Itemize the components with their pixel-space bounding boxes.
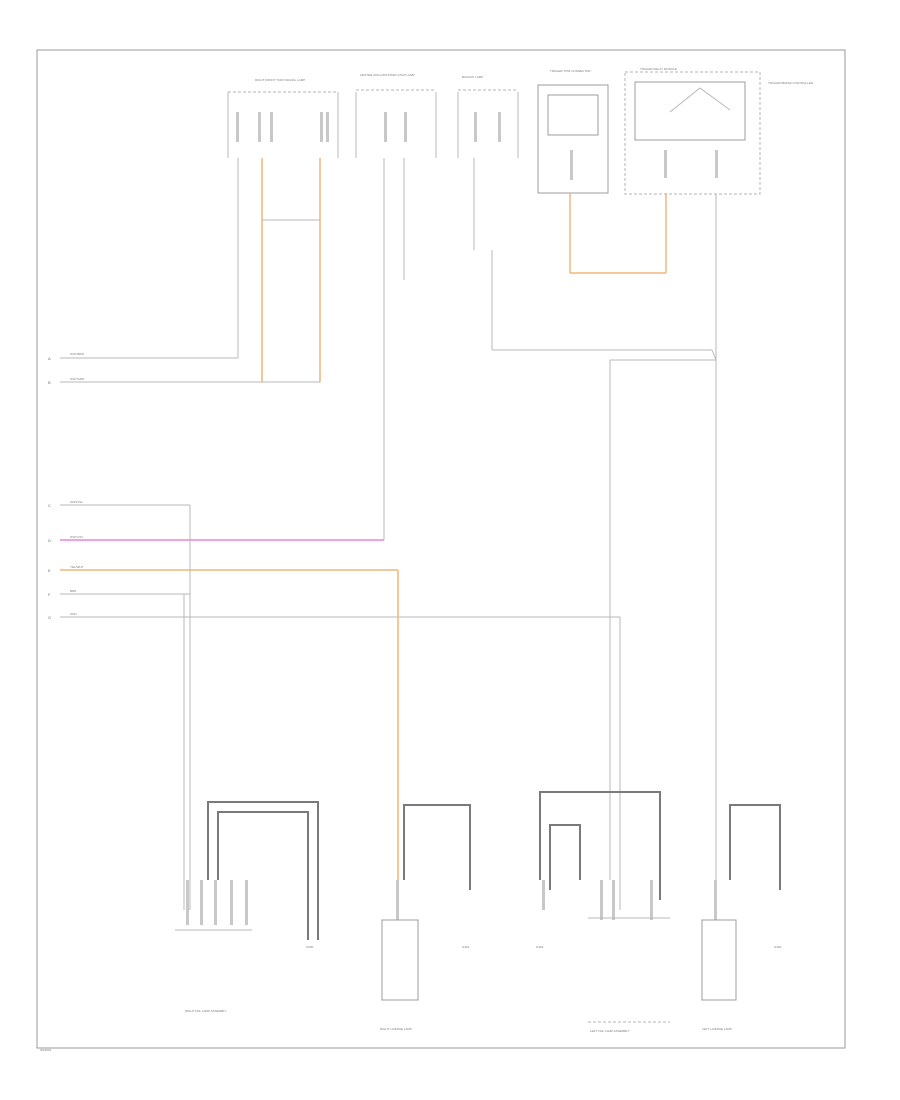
right-tail-lamp-assembly: RIGHT TAIL LAMP ASSEMBLY G300	[175, 801, 319, 1013]
connector-label: TRAILER RELAY MODULE	[640, 67, 677, 71]
connector-label: TRAILER TOW CONNECTOR	[550, 69, 591, 73]
connector-trailer-relay-module: TRAILER RELAY MODULE	[624, 67, 761, 195]
connector-label: CENTER HIGH MOUNTED STOP LAMP	[360, 73, 415, 77]
wire-code: BRN	[70, 589, 76, 593]
connector-trailer-brake-controller: TRAILER BRAKE CONTROLLER	[768, 81, 814, 85]
connector-center-high-stop-lamp: CENTER HIGH MOUNTED STOP LAMP	[355, 73, 437, 158]
left-side-feeds	[60, 504, 621, 910]
wire-code: WHT/GRN	[70, 377, 84, 381]
side-label: C	[48, 503, 51, 508]
wire-code: WHT/BRN	[70, 352, 84, 356]
side-label: E	[48, 568, 51, 573]
wire-code: WHT/VIO	[70, 535, 83, 539]
ground-label: G301	[462, 945, 470, 949]
connector-label: RIGHT FRONT TURN SIGNAL LAMP	[255, 78, 305, 82]
wire-code: GRN/YEL	[70, 500, 84, 504]
connector-trailer-tow: TRAILER TOW CONNECTOR	[537, 69, 609, 194]
connector-backup-lamp: BACKUP LAMP	[457, 75, 519, 158]
connector-label: LEFT LICENSE LAMP	[702, 1027, 732, 1031]
connector-right-front-turn-lamp: RIGHT FRONT TURN SIGNAL LAMP	[227, 78, 339, 158]
side-label: D	[48, 538, 51, 543]
ground-label: G400	[774, 945, 782, 949]
left-tail-lamp-assembly: LEFT TAIL LAMP ASSEMBLY G302	[536, 791, 670, 1033]
right-license-lamp: RIGHT LICENSE LAMP G301	[380, 804, 471, 1031]
wires-top	[60, 158, 717, 880]
wire-code-labels: WHT/BRN WHT/GRN GRN/YEL WHT/VIO YEL/WHT …	[70, 352, 84, 616]
footer-code: W16803	[40, 1048, 52, 1052]
connector-label: RIGHT LICENSE LAMP	[380, 1027, 412, 1031]
ground-label: G300	[306, 945, 314, 949]
connector-label: BACKUP LAMP	[462, 75, 483, 79]
side-label-markers: A B C D E F G	[48, 356, 51, 620]
side-label: B	[48, 380, 51, 385]
connector-label: LEFT TAIL LAMP ASSEMBLY	[590, 1029, 630, 1033]
connector-label: RIGHT TAIL LAMP ASSEMBLY	[185, 1009, 227, 1013]
side-label: A	[48, 356, 51, 361]
wire-code: GRN	[70, 612, 77, 616]
diagram-frame	[36, 49, 846, 1049]
wire-code: YEL/WHT	[70, 565, 84, 569]
side-label: G	[48, 615, 51, 620]
connector-label: TRAILER BRAKE CONTROLLER	[768, 81, 814, 85]
side-label: F	[48, 592, 51, 597]
left-license-lamp: LEFT LICENSE LAMP G400	[701, 804, 782, 1031]
ground-label: G302	[536, 945, 544, 949]
